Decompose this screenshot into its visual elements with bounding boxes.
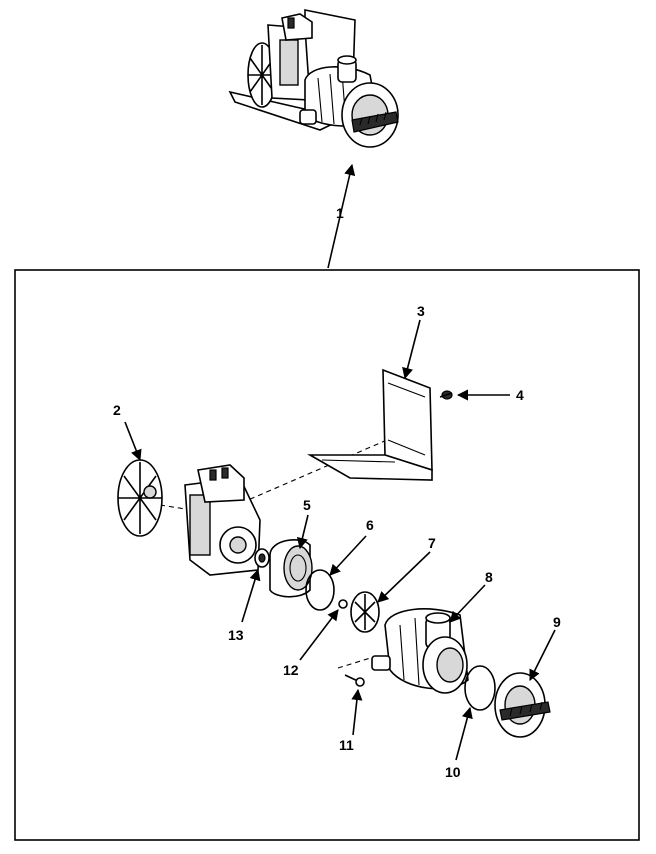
callout-8-leader: [449, 584, 486, 623]
callout-1-leader: [327, 163, 356, 269]
callout-12: 12: [283, 662, 299, 678]
assembled-pump: [228, 9, 399, 148]
callout-2: 2: [113, 402, 121, 418]
callout-11-leader: [351, 688, 363, 736]
part-7-impeller: [350, 591, 380, 633]
callout-13: 13: [228, 627, 244, 643]
part-13-bearing: [254, 548, 270, 568]
callout-11: 11: [339, 737, 354, 753]
motor-housing: [184, 464, 261, 576]
callout-9: 9: [553, 614, 561, 630]
part-3-mounting-bracket: [307, 368, 433, 481]
callout-13-leader: [241, 568, 261, 623]
callout-10: 10: [445, 764, 461, 780]
part-8-pump-body: [371, 608, 469, 694]
callout-6-leader: [329, 535, 367, 576]
callout-10-leader: [455, 706, 473, 761]
callout-8: 8: [485, 569, 493, 585]
callout-9-leader: [529, 629, 556, 682]
exploded-view-frame: [14, 269, 640, 841]
callout-3-leader: [402, 319, 421, 380]
part-9-cap: [494, 672, 551, 738]
callout-4: 4: [516, 387, 524, 403]
callout-6: 6: [366, 517, 374, 533]
callout-1: 1: [336, 205, 344, 221]
part-11-screw: [344, 674, 365, 687]
part-2-fan: [117, 459, 163, 537]
callout-5: 5: [303, 497, 311, 513]
alignment-line-bracket: [224, 429, 411, 511]
callout-7-leader: [377, 551, 431, 603]
callout-3: 3: [417, 303, 425, 319]
callout-7: 7: [428, 535, 436, 551]
part-12-washer: [338, 599, 348, 609]
part-4-screw: [439, 390, 453, 400]
part-10-o-ring: [464, 665, 496, 711]
part-6-o-ring: [305, 569, 335, 611]
part-5-seal-housing: [269, 539, 313, 598]
callout-5-leader: [296, 514, 309, 550]
callout-12-leader: [299, 609, 339, 661]
callout-2-leader: [124, 421, 142, 462]
